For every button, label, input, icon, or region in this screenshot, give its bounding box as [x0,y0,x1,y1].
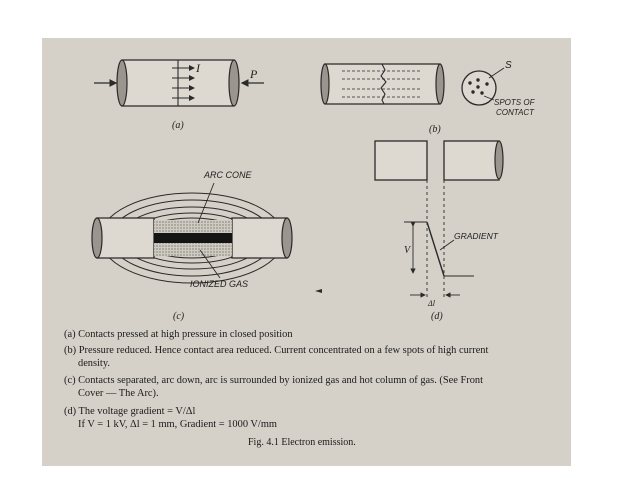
panel-d-label: (d) [431,311,443,322]
spots-of-contact-line2: CONTACT [496,108,535,117]
caption-c: (c) Contacts separated, arc down, arc is… [64,374,483,400]
small-arrow-mark [315,289,322,293]
caption-a-text: (a) Contacts pressed at high pressure in… [64,329,293,340]
figure-title-text: Fig. 4.1 Electron emission. [248,437,356,448]
figure-title: Fig. 4.1 Electron emission. [248,436,356,449]
caption-d-line1: (d) The voltage gradient = V/Δl [64,406,196,417]
caption-c-line1: (c) Contacts separated, arc down, arc is… [64,375,483,386]
panel-a-label: (a) [172,120,184,131]
caption-c-line2: Cover — The Arc). [78,388,159,399]
panel-a-closed-contacts: I P (a) [94,59,264,131]
spot-symbol: S [505,60,512,71]
rod-end-left [116,59,128,107]
contact-d-right [443,140,500,181]
delta-l-label: Δl [427,299,436,308]
electron-emission-figure: I P (a) S SPOTS OF CONTACT (b [91,59,536,322]
rod-b-end-right [435,63,445,105]
panel-b-label: (b) [429,124,441,135]
panel-c-arc: ARC CONE IONIZED GAS (c) [91,170,293,322]
caption-b-line1: (b) Pressure reduced. Hence contact area… [64,345,489,356]
book-page: I P (a) S SPOTS OF CONTACT (b [42,38,571,466]
caption-b: (b) Pressure reduced. Hence contact area… [64,344,488,370]
rod-c-right [231,217,288,259]
current-symbol: I [195,61,201,75]
ionized-gas-label: IONIZED GAS [190,279,248,289]
panel-b-spots-of-contact: S SPOTS OF CONTACT (b) [320,60,536,135]
panel-c-label: (c) [173,311,185,322]
contact-d-left [374,140,428,181]
caption-b-line2: density. [78,358,110,369]
caption-a: (a) Contacts pressed at high pressure in… [64,328,293,341]
spots-of-contact-line1: SPOTS OF [494,98,536,107]
pressure-symbol: P [249,67,258,81]
voltage-symbol: V [404,245,412,256]
gradient-label: GRADIENT [454,231,499,241]
rod-b-end-left [320,63,330,105]
caption-d: (d) The voltage gradient = V/Δl If V = 1… [64,405,277,431]
rod-end-right [228,59,240,107]
caption-d-line2: If V = 1 kV, Δl = 1 mm, Gradient = 1000 … [78,419,277,430]
arc-cone-label: ARC CONE [203,170,253,180]
arc-column [154,233,232,243]
rod-c-left [96,217,155,259]
panel-d-gradient: GRADIENT V Δl (d) [374,140,504,322]
